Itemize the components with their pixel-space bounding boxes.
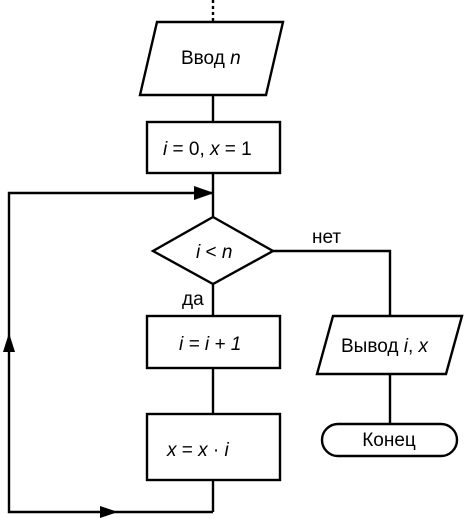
output-comma: , — [408, 336, 419, 357]
condition-var-i: i — [196, 242, 201, 263]
init-var-i: i — [163, 139, 168, 160]
init-block: i = 0, x = 1 — [145, 120, 282, 175]
loop-arrow-left — [100, 506, 118, 518]
multiply-rhs1: x — [197, 440, 209, 461]
condition-op: < — [200, 242, 222, 263]
output-block: Вывод i, x — [315, 314, 464, 376]
end-block: Конец — [320, 422, 459, 458]
multiply-rhs2: i — [225, 440, 230, 461]
svg-text:Вывод i, x: Вывод i, x — [341, 336, 430, 357]
input-label: Ввод — [181, 48, 230, 69]
init-eq-zero: = 0, — [167, 139, 210, 160]
increment-text: i = i + 1 — [179, 334, 241, 355]
end-label: Конец — [362, 430, 416, 451]
multiply-block: x = x · i — [145, 412, 282, 482]
svg-text:i < n: i < n — [196, 242, 232, 263]
init-eq-one: = 1 — [220, 139, 252, 160]
multiply-lhs: x — [166, 440, 178, 461]
condition-block: i < n — [150, 215, 276, 286]
multiply-eq: = — [177, 440, 199, 461]
input-block: Ввод n — [138, 20, 285, 97]
loop-arrow-right — [194, 186, 214, 200]
svg-text:i = 0, x = 1: i = 0, x = 1 — [163, 139, 252, 160]
no-branch-connector — [273, 249, 392, 316]
branch-yes-label: да — [182, 289, 204, 310]
svg-text:x = x · i: x = x · i — [166, 440, 230, 461]
output-label: Вывод — [341, 336, 404, 357]
output-var-x: x — [418, 336, 430, 357]
init-var-x: x — [209, 139, 221, 160]
multiply-dot: · — [208, 440, 225, 461]
svg-text:Ввод n: Ввод n — [181, 48, 241, 69]
condition-var-n: n — [222, 242, 233, 263]
output-var-i: i — [404, 336, 409, 357]
increment-block: i = i + 1 — [145, 314, 282, 370]
branch-no-label: нет — [312, 227, 341, 248]
loop-arrow-up — [3, 333, 15, 352]
input-var: n — [230, 48, 241, 69]
